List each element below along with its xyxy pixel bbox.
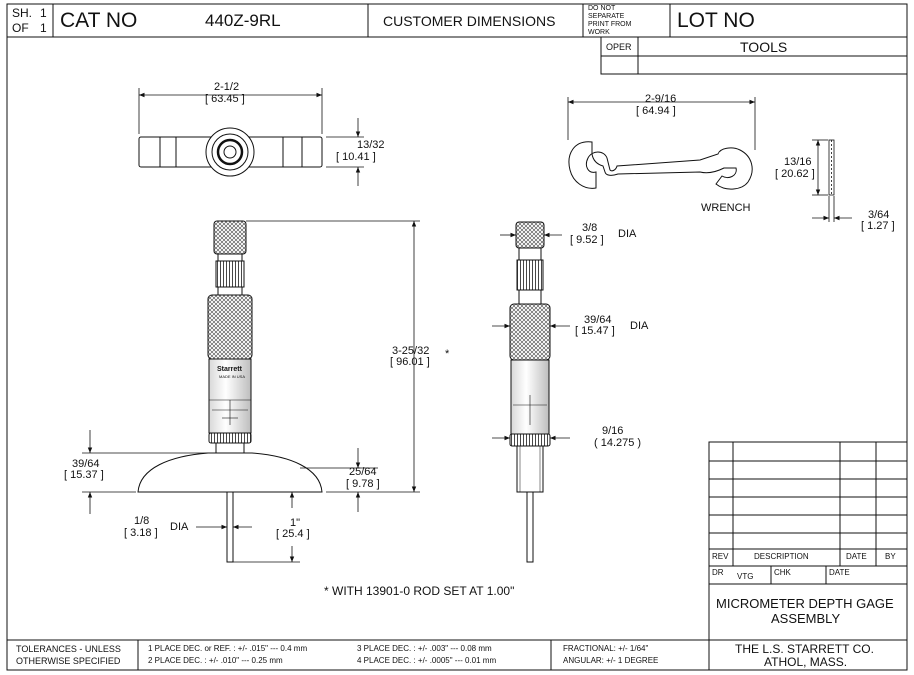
- wrench-edge-view: [828, 139, 835, 196]
- wrench-drawing: [568, 141, 753, 190]
- dim-rod-len-frac: 1": [290, 517, 301, 529]
- dim-wrench-h-frac: 13/16: [784, 156, 812, 168]
- dim-cap-dia-label: DIA: [618, 228, 637, 240]
- wrench-label: WRENCH: [701, 202, 751, 214]
- cat-no-label: CAT NO: [60, 9, 138, 32]
- dim-head-height: [326, 118, 364, 186]
- description-header: DESCRIPTION: [754, 552, 809, 561]
- dim-cap-dia-mm: [ 9.52 ]: [570, 234, 604, 246]
- drawing-title-line1: MICROMETER DEPTH GAGE: [716, 596, 894, 611]
- dim-overall-h-mm: [ 96.01 ]: [390, 356, 430, 368]
- gage-side-view: [509, 221, 551, 563]
- dim-overall-h-frac: 3-25/32: [392, 345, 430, 357]
- tolerance-one-place: 1 PLACE DEC. or REF. : +/- .015" --- 0.4…: [148, 644, 308, 653]
- do-not-separate-line3: PRINT FROM: [588, 21, 632, 28]
- tolerances-line1: TOLERANCES - UNLESS: [16, 644, 121, 654]
- dim-thimble-dia-label: DIA: [630, 320, 649, 332]
- dim-base-h-frac: 39/64: [72, 458, 100, 470]
- gage-side-scale: [513, 395, 547, 425]
- lot-no-label: LOT NO: [677, 9, 755, 32]
- by-header: BY: [885, 552, 896, 561]
- sheet-label: SH.: [12, 6, 33, 20]
- do-not-separate-line4: WORK: [588, 29, 610, 36]
- tolerance-four-place: 4 PLACE DEC. : +/- .0005" --- 0.01 mm: [357, 656, 497, 665]
- oper-label: OPER: [606, 42, 632, 52]
- dim-head-h-mm: [ 10.41 ]: [336, 151, 376, 163]
- dim-wrench-h-mm: [ 20.62 ]: [775, 168, 815, 180]
- dim-top-width: [138, 88, 323, 134]
- tools-label: TOOLS: [740, 39, 788, 55]
- brand-sub: MADE IN USA: [219, 374, 246, 379]
- rev-header: REV: [712, 552, 729, 561]
- dim-base-step-frac: 25/64: [349, 466, 377, 478]
- tolerance-two-place: 2 PLACE DEC. : +/- .010" --- 0.25 mm: [148, 656, 283, 665]
- dim-rod-dia-mm: [ 3.18 ]: [124, 527, 158, 539]
- dim-width-top-mm: [ 63.45 ]: [205, 93, 245, 105]
- drawing-title-line2: ASSEMBLY: [771, 611, 841, 626]
- dim-thimble-dia-mm: [ 15.47 ]: [575, 325, 615, 337]
- revision-table-grid: [708, 441, 908, 641]
- of-label: OF: [12, 21, 29, 35]
- dim-base-h-mm: [ 15.37 ]: [64, 469, 104, 481]
- dim-thimble-dia-frac: 39/64: [584, 314, 612, 326]
- drawing-border: [6, 3, 908, 671]
- do-not-separate-line1: DO NOT: [588, 5, 616, 12]
- company-location: ATHOL, MASS.: [764, 655, 848, 669]
- tolerance-three-place: 3 PLACE DEC. : +/- .003" --- 0.08 mm: [357, 644, 492, 653]
- footer-grid: [7, 584, 907, 670]
- customer-dimensions: CUSTOMER DIMENSIONS: [383, 13, 556, 29]
- dim-wrench-thickness: [812, 196, 852, 222]
- dim-rod-dia-label: DIA: [170, 521, 189, 533]
- brand-name: Starrett: [217, 366, 242, 373]
- dim-overall-h-asterisk: *: [445, 348, 450, 360]
- dim-wrench-width: [567, 97, 756, 150]
- dim-overall-height: [246, 220, 420, 493]
- dim-wrench-t-frac: 3/64: [868, 209, 890, 221]
- dim-width-top-frac: 2-1/2: [214, 81, 240, 93]
- tolerance-fractional: FRACTIONAL: +/- 1/64": [563, 644, 649, 653]
- sheet-number: 1: [40, 6, 47, 20]
- dr-label: DR: [712, 568, 724, 577]
- cat-no-value: 440Z-9RL: [205, 11, 281, 30]
- company-name: THE L.S. STARRETT CO.: [735, 642, 874, 656]
- gage-front-view: [137, 220, 323, 563]
- dim-base-height: [82, 430, 208, 514]
- dim-base-step: [300, 448, 378, 512]
- dim-rod-length: [233, 492, 300, 563]
- do-not-separate-line2: SEPARATE: [588, 13, 625, 20]
- dim-base-step-mm: [ 9.78 ]: [346, 478, 380, 490]
- tolerance-angular: ANGULAR: +/- 1 DEGREE: [563, 656, 659, 665]
- dim-cap-dia-frac: 3/8: [582, 222, 598, 234]
- chk-label: CHK: [774, 568, 791, 577]
- dim-wrench-t-mm: [ 1.27 ]: [861, 220, 895, 232]
- date-header: DATE: [846, 552, 867, 561]
- dr-value: VTG: [737, 572, 754, 581]
- dim-rod-dia-frac: 1/8: [134, 515, 150, 527]
- of-number: 1: [40, 21, 47, 35]
- base-top-view: [138, 127, 323, 177]
- dim-rod-len-mm: [ 25.4 ]: [276, 528, 310, 540]
- dim-wrench-height: [812, 139, 828, 196]
- rod-note: * WITH 13901-0 ROD SET AT 1.00": [324, 584, 515, 598]
- dim-nut-dia-frac: 9/16: [602, 425, 624, 437]
- tolerances-line2: OTHERWISE SPECIFIED: [16, 656, 121, 666]
- gage-front-scale: [212, 400, 248, 425]
- dim-head-h-frac: 13/32: [357, 139, 385, 151]
- dim-wrench-w-frac: 2-9/16: [645, 93, 677, 105]
- date2-label: DATE: [829, 568, 850, 577]
- dim-wrench-w-mm: [ 64.94 ]: [636, 105, 676, 117]
- dim-nut-dia-mm: ( 14.275 ): [594, 437, 642, 449]
